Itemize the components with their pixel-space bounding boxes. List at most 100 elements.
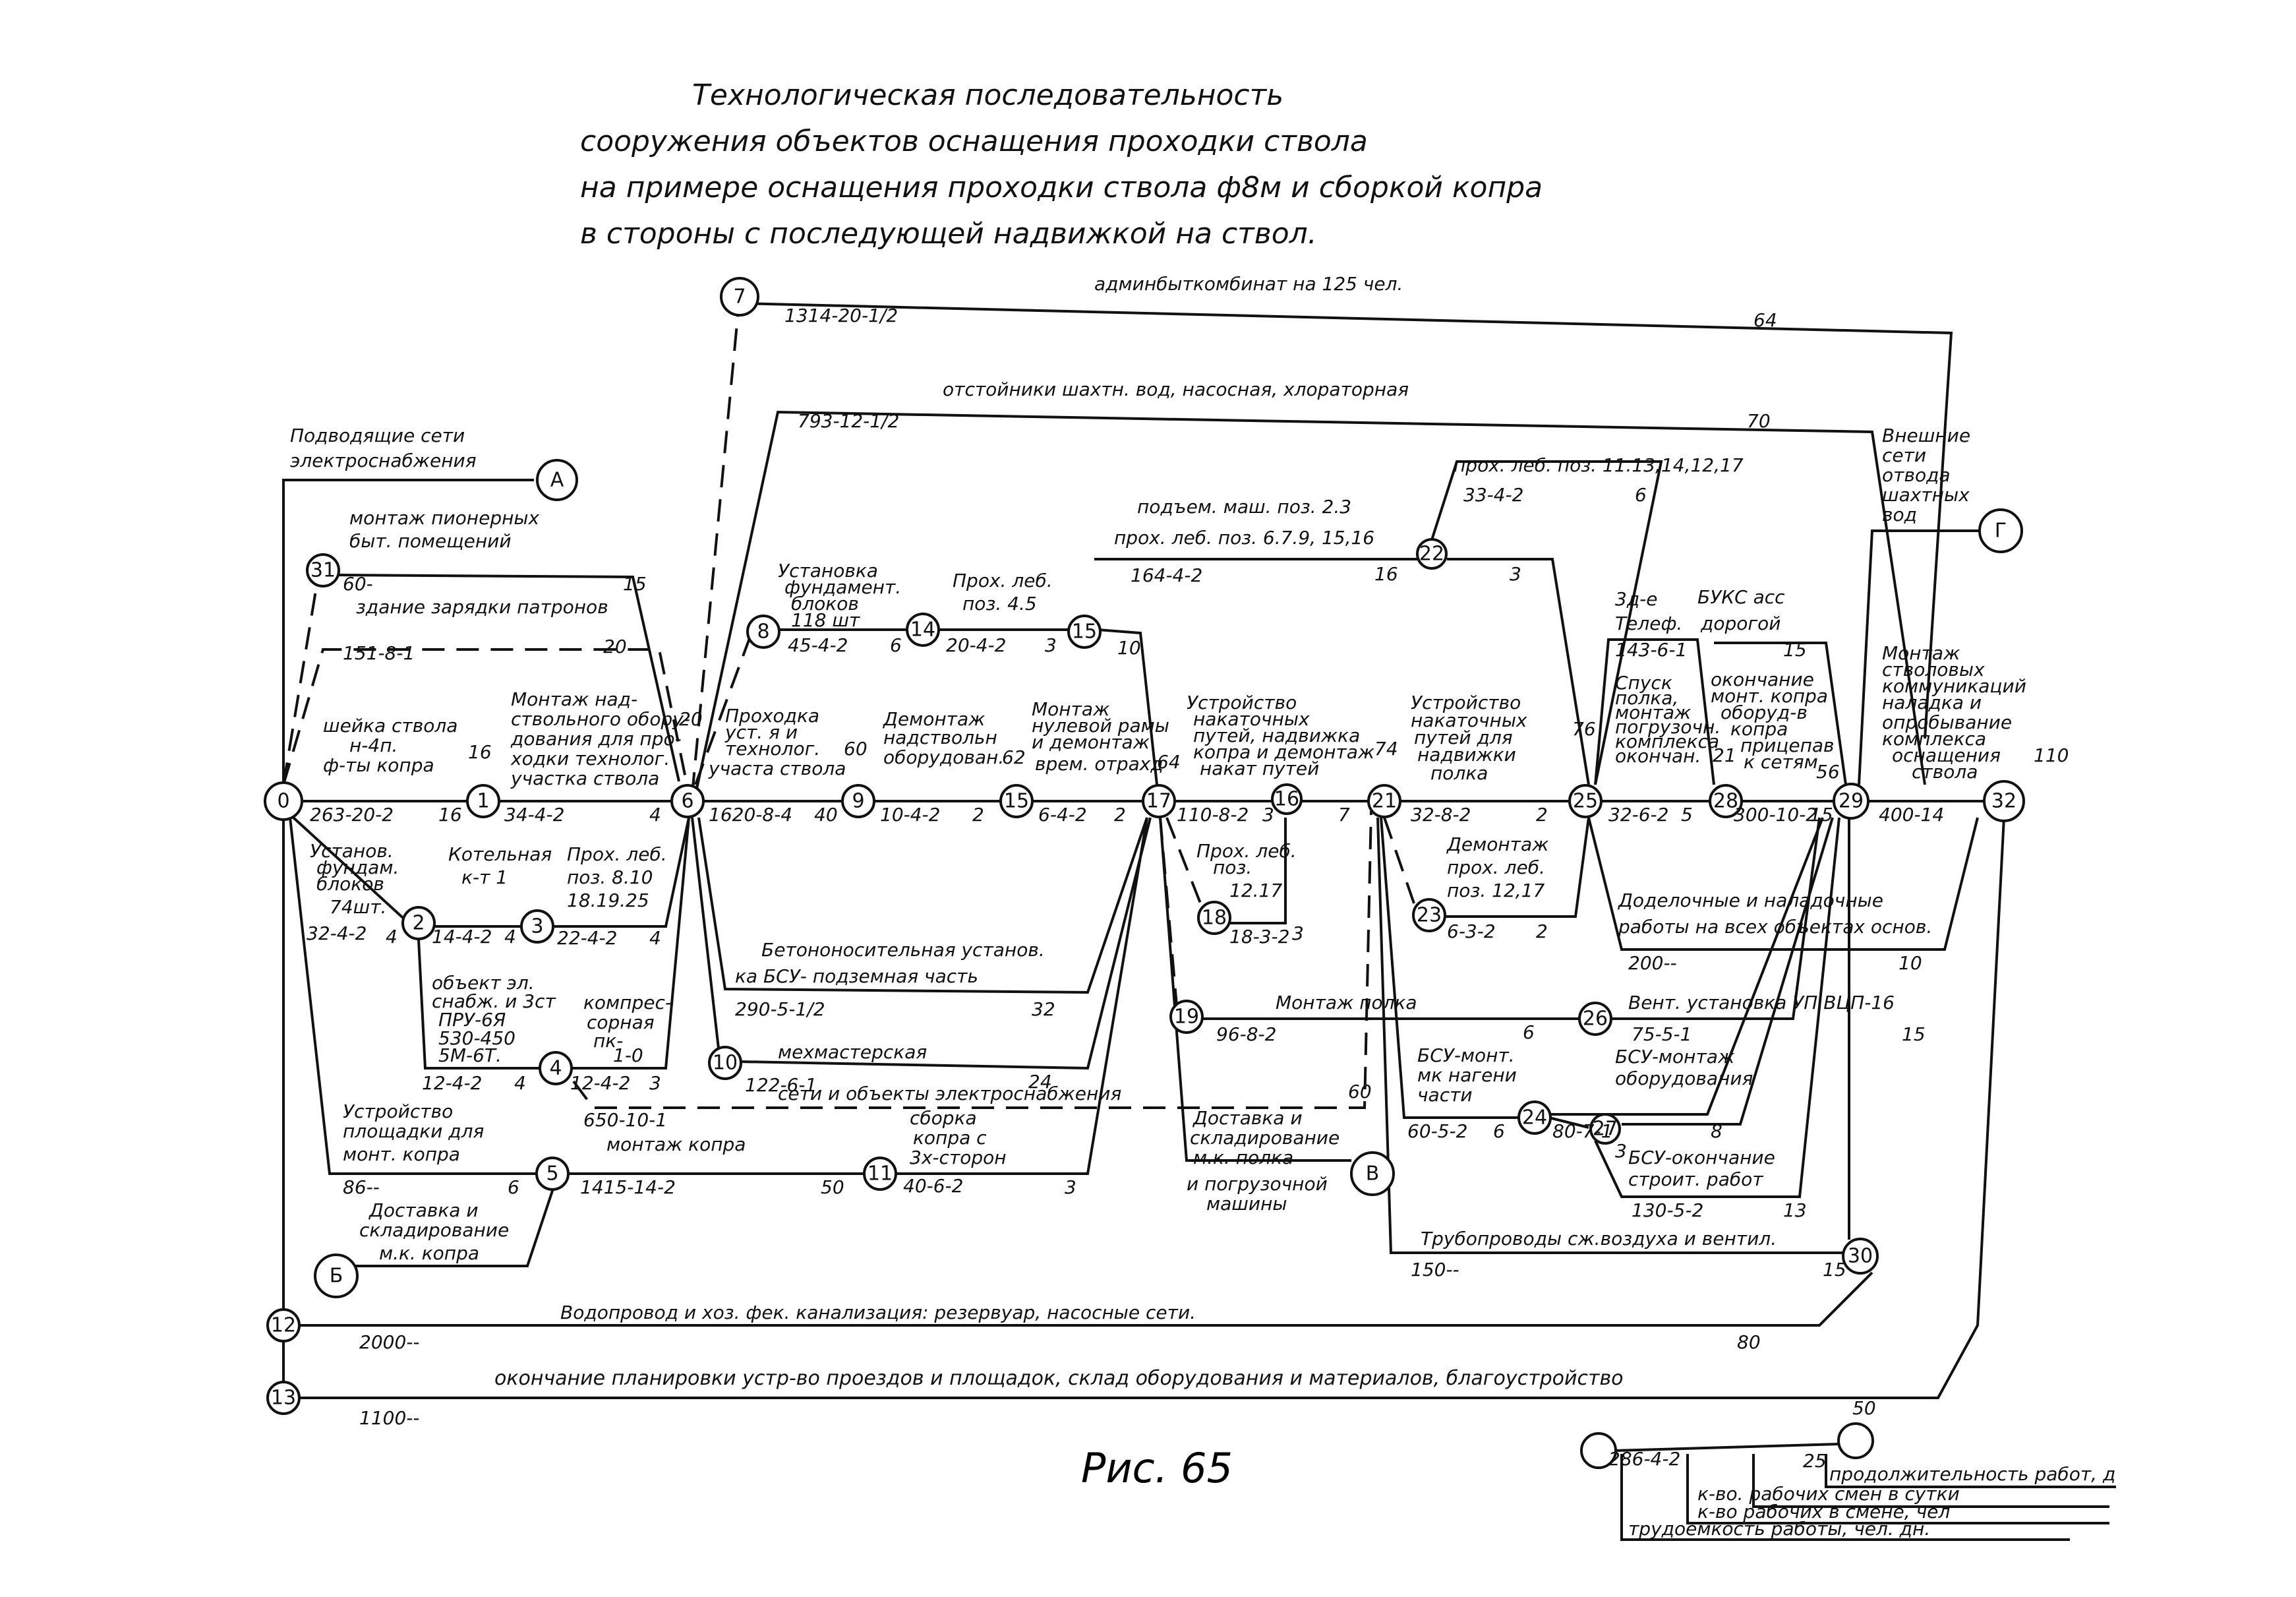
node-23-label: 23: [1417, 904, 1442, 927]
label-1720d: копра и демонтаж: [1193, 741, 1374, 763]
label-511: монтаж копра: [606, 1133, 746, 1155]
label-2528c: монтаж: [1615, 702, 1691, 723]
edge-A: [282, 479, 534, 785]
node-9: [841, 784, 875, 818]
label-915b: надствольн: [883, 727, 997, 748]
node-12: [266, 1308, 301, 1342]
edge-24-27: [1548, 1116, 1589, 1129]
label-1117a: сборка: [910, 1107, 977, 1129]
num-915: 10-4-2: [880, 804, 940, 826]
edge-meh2: [738, 817, 1152, 1070]
label-36a: Прох. леб.: [567, 843, 667, 865]
legend-l3: к-во рабочих в смене, чел: [1697, 1501, 1950, 1522]
legend-bracket-4: [1825, 1454, 2116, 1488]
label-B1: Доставка и: [368, 1199, 479, 1221]
nodes: 0 1 2 3 4 5 6 7 8 9 10 11 12 13 14 15 15…: [264, 277, 2025, 1469]
num-bet: 290-5-1/2: [735, 998, 825, 1020]
label-mont: Монтаж полка: [1276, 992, 1417, 1013]
label-2427a: БСУ-монтаж: [1615, 1046, 1734, 1068]
edge-3-6: [550, 817, 690, 928]
label-2932c: коммуникаций: [1882, 675, 2026, 697]
node-24-label: 24: [1522, 1106, 1547, 1130]
num-1816b: 3: [1292, 922, 1304, 944]
node-28: [1709, 784, 1743, 818]
num-setib: 60: [1348, 1081, 1372, 1102]
diagram-title: Технологическая последовательность соору…: [580, 73, 1767, 257]
num-68: 45-4-2: [788, 634, 848, 656]
edge-21-24: [1380, 817, 1519, 1119]
num-01b: 16: [438, 804, 462, 826]
arrows: [282, 302, 2005, 1399]
label-2932g: оснащения: [1892, 744, 2001, 766]
num-2125: 32-8-2: [1411, 804, 1471, 826]
label-1720a: Устройство: [1187, 692, 1297, 713]
edge-6-8: [694, 632, 753, 785]
node-18-label: 18: [1202, 907, 1227, 930]
label-G2: сети: [1882, 444, 1926, 466]
legend-line: [1614, 1443, 1840, 1452]
label-01c: ф-ты копра: [323, 754, 434, 776]
num-prox2: 33-4-2: [1463, 484, 1523, 506]
node-28-label: 28: [1713, 790, 1738, 813]
num-69: 1620-8-4: [709, 804, 792, 826]
num-2123: 6-3-2: [1447, 920, 1496, 942]
num-1517: 6-4-2: [1038, 804, 1087, 826]
num-15: 10: [1117, 637, 1141, 659]
num-23: 14-4-2: [432, 926, 492, 948]
label-1517c: и демонтаж: [1032, 731, 1150, 753]
label-02b: фундам.: [316, 857, 399, 878]
label-2124c: части: [1417, 1084, 1473, 1106]
num-prox: 164-4-2: [1131, 564, 1202, 586]
label-B2: складирование: [359, 1219, 509, 1241]
num-betb: 32: [1032, 998, 1055, 1020]
label-2123b: прох. леб.: [1447, 857, 1545, 878]
node-6-label: 6: [681, 790, 693, 813]
num-2125b: 2: [1536, 804, 1548, 826]
node-A-label: А: [550, 469, 564, 492]
edge-buks: [1714, 642, 1847, 785]
node-3: [520, 909, 554, 944]
label-69a: Проходка: [725, 705, 819, 727]
label-1720b: накаточных: [1193, 708, 1310, 730]
edge-22-25: [1447, 558, 1590, 785]
label-915c: оборудован.: [883, 746, 1004, 768]
num-2528b: 5: [1681, 804, 1693, 826]
node-15-top: [1067, 615, 1102, 649]
label-1415b: поз. 4.5: [962, 593, 1037, 615]
num-2427: 80-7-1: [1552, 1120, 1612, 1142]
node-18: [1197, 901, 1231, 935]
num-31a: 60-: [343, 573, 373, 595]
node-6: [670, 784, 705, 818]
label-2528e: комплекса: [1615, 731, 1719, 752]
label-3e1: 3д-е: [1615, 588, 1658, 610]
node-14-label: 14: [910, 618, 935, 642]
num-05: 86--: [343, 1176, 380, 1198]
label-bsuok2: строит. работ: [1628, 1168, 1763, 1190]
legend-sample: 286-4-2: [1608, 1448, 1680, 1470]
num-24b: 4: [514, 1072, 526, 1094]
node-15: [999, 784, 1034, 818]
node-17-label: 17: [1146, 790, 1171, 813]
label-dost4: и погрузочной: [1187, 1173, 1328, 1195]
label-2125d: надвижки: [1417, 744, 1516, 766]
num-meh: 122-6-1: [745, 1074, 817, 1096]
label-prox: прох. леб. поз. 6.7.9, 15,16: [1114, 527, 1374, 549]
label-01b: н-4п.: [349, 735, 397, 756]
label-46b: сорная: [587, 1011, 655, 1033]
label-dod1: Доделочные и наладочные: [1617, 889, 1883, 911]
label-68c: блоков: [791, 593, 859, 615]
node-A: [536, 459, 578, 501]
node-G: [1978, 508, 2023, 553]
label-24a: объект эл.: [432, 972, 535, 994]
node-9-label: 9: [852, 790, 864, 813]
label-23: Котельная: [448, 843, 552, 865]
node-21-label: 21: [1372, 790, 1397, 813]
num-915t: 62: [1002, 746, 1026, 768]
edge-26b: [1599, 817, 1821, 1020]
num-69b: 40: [814, 804, 838, 826]
num-814: 20-4-2: [946, 634, 1006, 656]
num-ost-b: 70: [1747, 410, 1771, 432]
num-28t: 21: [1713, 744, 1736, 766]
label-2528a: Спуск: [1615, 672, 1672, 694]
